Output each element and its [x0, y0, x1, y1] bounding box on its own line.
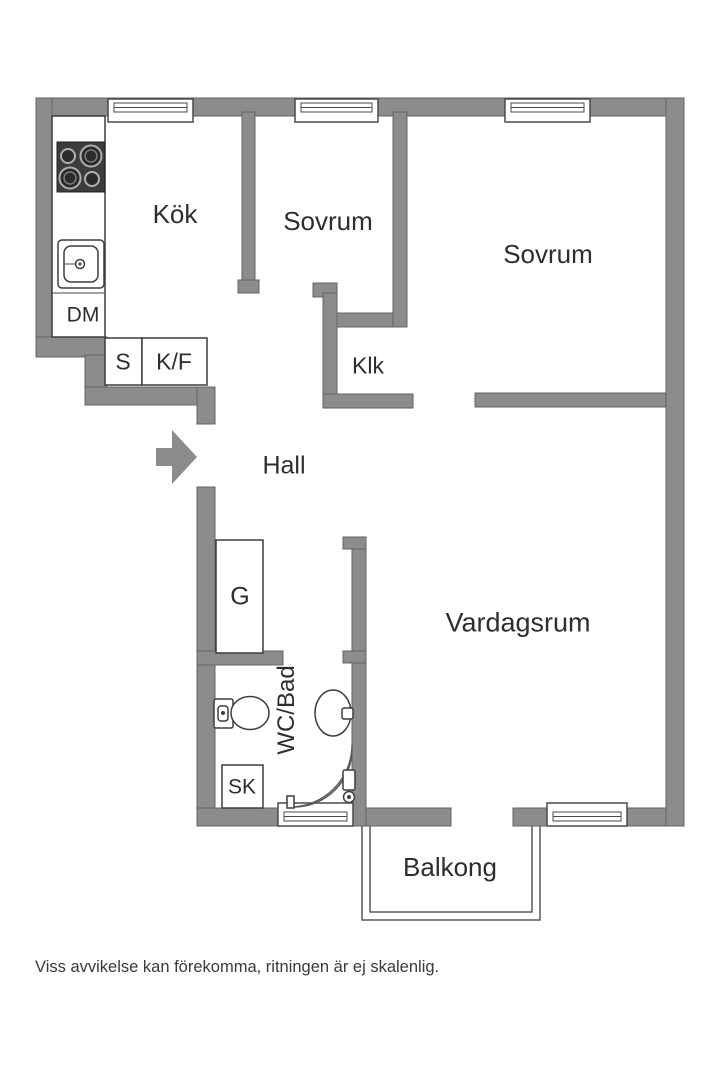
wall-segment [352, 807, 452, 827]
fixture-label-sk: SK [227, 775, 257, 799]
room-label-hall: Hall [262, 451, 306, 480]
wall-segment [196, 807, 279, 827]
stove-icon [56, 141, 106, 193]
room-label-kok: Kök [152, 199, 198, 229]
room-label-sovrum-mid: Sovrum [283, 206, 373, 236]
balcony-outline [361, 826, 541, 921]
fixture-label-s: S [115, 348, 131, 375]
interior-walls [196, 111, 667, 827]
toilet-icon [213, 695, 270, 731]
wall-segment [196, 486, 216, 809]
wall-segment [512, 807, 548, 827]
wall-segment [474, 392, 667, 408]
fixture-label-kf: K/F [156, 348, 192, 375]
cleaning-closet-box [221, 764, 264, 809]
exterior-walls [35, 97, 685, 827]
window-icon [504, 98, 591, 123]
windows [107, 98, 628, 827]
wardrobe-box [215, 539, 264, 654]
room-label-wc-bad: WC/Bad [273, 665, 300, 755]
room-label-vardagsrum: Vardagsrum [445, 607, 591, 638]
window-icon [107, 98, 194, 123]
wall-segment [237, 279, 260, 294]
entrance-arrow-icon [156, 430, 197, 484]
wall-segment [665, 97, 685, 827]
room-label-sovrum-right: Sovrum [503, 239, 593, 269]
wall-segment [342, 650, 367, 664]
wall-segment [35, 97, 53, 358]
window-icon [294, 98, 379, 123]
wall-segment [336, 312, 394, 328]
wall-segment [241, 111, 256, 283]
wall-segment [196, 386, 216, 425]
kitchen-sink-icon [57, 239, 105, 289]
window-icon [546, 802, 628, 827]
wall-segment [35, 336, 108, 358]
wall-segment [342, 536, 367, 550]
window-icon [277, 802, 354, 827]
disclaimer-text: Viss avvikelse kan förekomma, ritningen … [35, 958, 440, 976]
wall-segment [322, 292, 338, 398]
wall-segment [84, 386, 216, 406]
bathroom-sink-icon [314, 689, 354, 737]
room-label-balkong: Balkong [403, 852, 497, 882]
wall-segment [322, 393, 414, 409]
fixture-label-g: G [230, 582, 250, 611]
room-label-klk: Klk [352, 352, 384, 379]
pantry-cabinet [104, 337, 208, 386]
fixture-label-dm: DM [66, 303, 100, 327]
wall-segment [392, 111, 408, 328]
shower-icon [286, 744, 356, 809]
